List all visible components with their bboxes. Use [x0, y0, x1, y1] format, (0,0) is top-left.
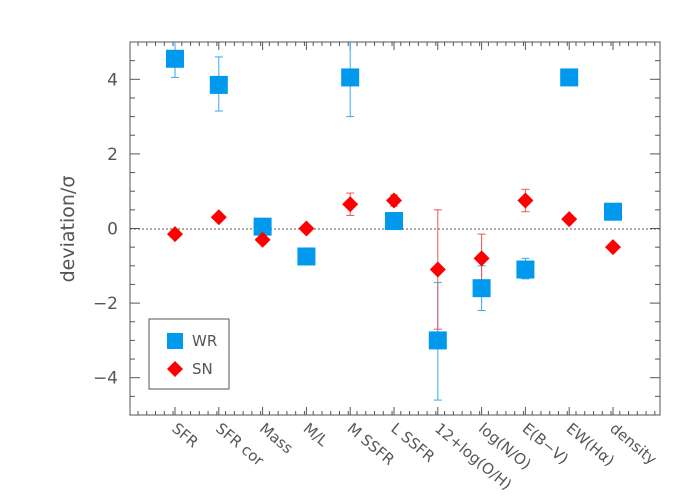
legend-label: WR	[192, 332, 217, 350]
y-axis-title: deviation/σ	[57, 176, 79, 283]
sn-marker	[210, 209, 227, 226]
sn-marker	[605, 239, 621, 256]
sn-marker	[386, 192, 402, 209]
y-tick-label: −4	[93, 369, 118, 389]
x-category-label: EW(Hα)	[563, 419, 618, 470]
sn-marker	[298, 220, 315, 237]
wr-marker	[560, 68, 579, 87]
sn-marker	[167, 226, 183, 243]
y-tick-label: 2	[107, 145, 118, 165]
wr-marker	[297, 247, 316, 266]
wr-marker	[472, 279, 491, 298]
wr-marker	[428, 331, 447, 350]
sn-marker	[254, 231, 271, 248]
wr-marker	[604, 202, 622, 221]
sn-marker	[342, 196, 359, 213]
sn-marker	[429, 261, 446, 278]
x-category-label: SFR	[168, 419, 201, 451]
axis-ticks	[130, 42, 660, 415]
wr-marker	[385, 212, 403, 231]
legend-items: WR SN	[167, 332, 217, 378]
legend-box	[148, 318, 230, 390]
sn-marker	[561, 211, 578, 228]
legend-wr-marker	[167, 333, 183, 349]
wr-marker	[209, 75, 228, 94]
y-tick-label: −2	[93, 294, 118, 314]
wr-marker	[341, 68, 360, 87]
data-markers	[166, 49, 622, 350]
x-category-label: 12+log(O/H)	[431, 419, 515, 493]
x-category-label: M SSFR	[344, 419, 398, 469]
sn-marker	[473, 250, 490, 267]
x-category-label: density	[606, 419, 660, 468]
x-category-label: M/L	[300, 419, 332, 450]
x-category-label: SFR cor	[212, 419, 268, 470]
y-tick-label: 0	[107, 220, 118, 240]
legend-label: SN	[192, 360, 213, 378]
y-tick-labels: −4 −2 0 2 4	[93, 70, 118, 388]
wr-marker	[166, 49, 184, 68]
sn-marker	[517, 192, 534, 209]
wr-marker	[253, 217, 272, 236]
legend: WR SN	[148, 318, 230, 390]
wr-marker	[516, 260, 535, 279]
y-tick-label: 4	[107, 70, 118, 90]
legend-sn-marker	[167, 361, 183, 377]
x-category-label: L SSFR	[387, 419, 438, 466]
